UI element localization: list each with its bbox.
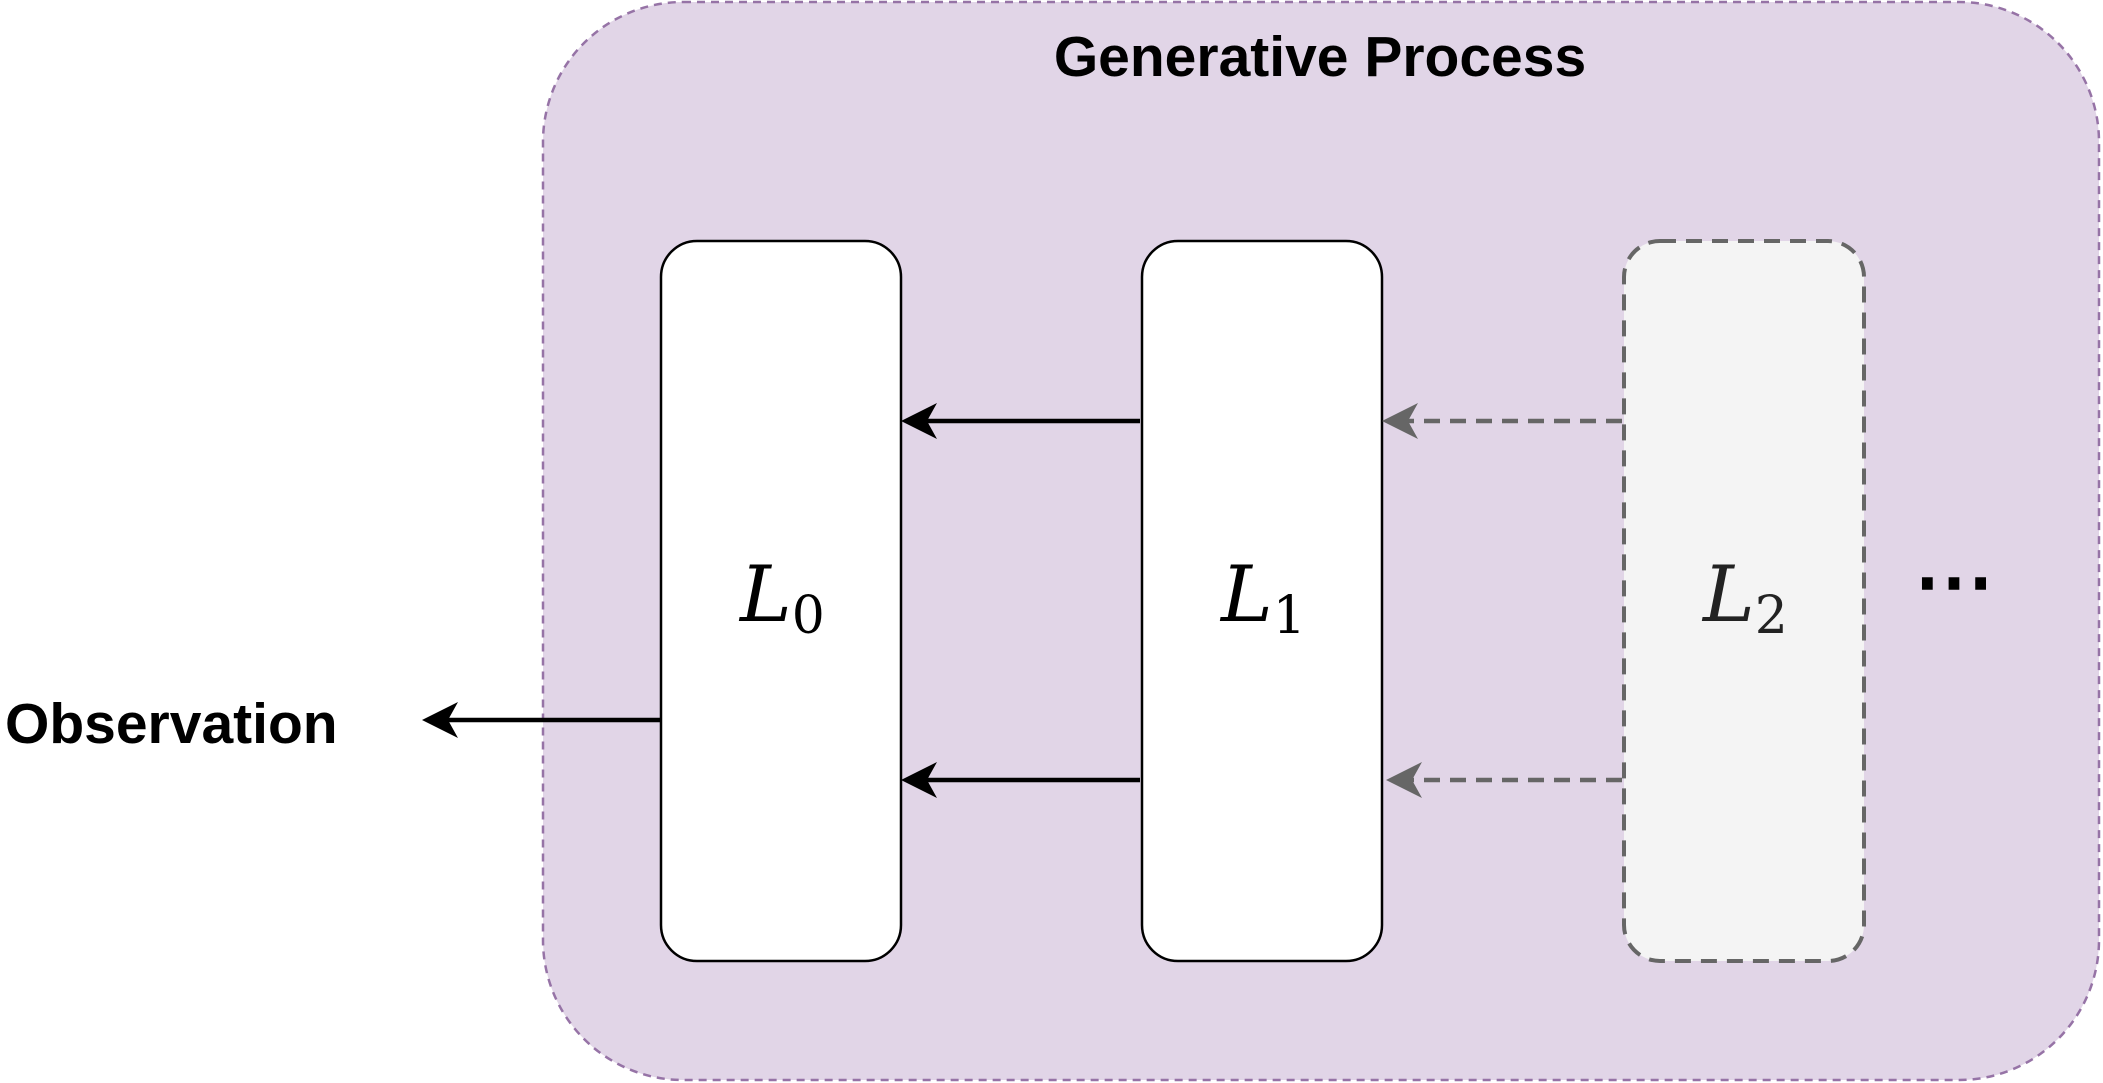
arrow-l0-to-observation [422,702,661,738]
layer-label-l2: L2 [1701,550,1788,646]
layer-label-l0: L0 [738,550,825,646]
container-title: Generative Process [1054,25,1586,89]
layer-box-l0 [659,239,903,963]
layer-label-l1: L1 [1219,550,1306,646]
arrow-l1-to-l0-bottom [901,762,1140,798]
arrow-l1-to-l0-top [901,403,1140,439]
observation-label: Observation [5,692,338,756]
layer-box-l2 [1622,239,1866,963]
arrow-l2-to-l1-bottom [1386,762,1622,798]
continuation-ellipsis: ⋯ [1914,533,1994,627]
arrow-l2-to-l1-top [1382,403,1622,439]
layer-box-l1 [1140,239,1384,963]
